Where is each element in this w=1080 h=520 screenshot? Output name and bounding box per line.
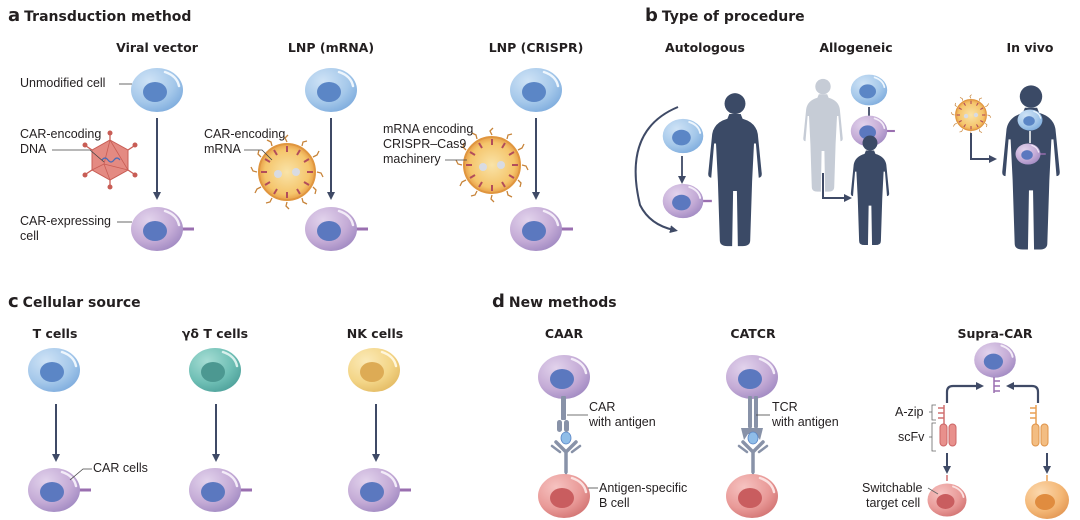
bcr-antibody-icon [550, 440, 582, 474]
panel-d-artwork [536, 341, 1069, 520]
label-car-encoding-dna-line2: DNA [20, 142, 47, 156]
column-title-t-cells: T cells [32, 326, 78, 341]
panel-title-text: Cellular source [22, 295, 141, 311]
allogeneic-arrow [822, 173, 852, 202]
column-title-viral-vector: Viral vector [116, 40, 198, 55]
label-crispr-line3: machinery [383, 152, 441, 166]
label-car-encoding-mrna-line2: mRNA [204, 142, 241, 156]
catcr-t-cell [724, 353, 780, 401]
label-car-encoding-mrna-line1: CAR-encoding [204, 127, 286, 141]
car-nk-cell [348, 468, 411, 512]
label-crispr-line2: CRISPR–Cas9 [383, 137, 467, 151]
panel-title-text: New methods [508, 295, 617, 311]
label-car-expressing-line2: cell [20, 229, 39, 243]
label-crispr-line1: mRNA encoding [383, 122, 474, 136]
antigen-icon-catcr [747, 431, 759, 445]
patient-silhouette-autologous [708, 93, 762, 247]
unmodified-cell-lnp-crispr [508, 66, 564, 114]
label-car-encoding-dna-line1: CAR-encoding [20, 127, 102, 141]
zip-receptor-icon [993, 377, 1000, 393]
column-title-lnp-mrna: LNP (mRNA) [287, 40, 375, 55]
allogeneic-unmodified-cell [849, 73, 889, 107]
label-car-cells: CAR cells [93, 461, 148, 475]
azip-scfv-switch-orange [1030, 405, 1049, 447]
gd-t-cell [187, 346, 243, 394]
column-title-supra-car: Supra-CAR [957, 326, 1033, 341]
column-title-autologous: Autologous [665, 40, 745, 55]
label-a-zip: A-zip [895, 405, 924, 419]
autologous-unmodified-cell [661, 117, 705, 155]
panel-title-text: Type of procedure [661, 9, 805, 25]
column-title-gd-t-cells: γδ T cells [181, 326, 249, 341]
column-title-caar: CAAR [544, 326, 584, 341]
car-expressing-cell-lnp-mrna [305, 207, 368, 251]
viral-vector-icon [82, 130, 138, 190]
unmodified-cell-viral [129, 66, 185, 114]
label-antigen-specific-line1: Antigen-specific [599, 481, 688, 495]
car-receptor-icon [557, 396, 569, 432]
label-car-with-antigen-line1: CAR [589, 400, 616, 414]
in-vivo-lnp-icon [950, 94, 992, 136]
column-title-catcr: CATCR [730, 326, 776, 341]
panel-title-text: Transduction method [24, 9, 192, 25]
panel-letter: d [492, 291, 505, 312]
label-tcr-with-antigen-line2: with antigen [772, 415, 839, 429]
autologous-loop-arrow [634, 106, 679, 234]
panel-letter: a [8, 5, 21, 26]
label-switchable-line2: target cell [866, 496, 921, 510]
column-title-lnp-crispr: LNP (CRISPR) [488, 40, 584, 55]
antigen-specific-b-cell [536, 472, 592, 520]
column-title-nk-cells: NK cells [346, 326, 404, 341]
label-antigen-specific-line2: B cell [599, 496, 630, 510]
label-switchable-line1: Switchable [862, 481, 923, 495]
car-expressing-cell-viral [131, 207, 194, 251]
nk-cell [346, 346, 402, 394]
label-car-with-antigen-line2: with antigen [589, 415, 656, 429]
label-car-expressing-line1: CAR-expressing [20, 214, 112, 228]
label-tcr-with-antigen-line1: TCR [772, 400, 798, 414]
label-unmodified-cell: Unmodified cell [20, 76, 106, 90]
azip-scfv-switch-red [938, 405, 957, 447]
lnp-crispr-icon [455, 127, 529, 203]
patient-silhouette-allogeneic [850, 135, 890, 246]
car-t-cell [28, 468, 91, 512]
in-vivo-unmodified-cell [1016, 108, 1044, 132]
catcr-target-b-cell [724, 472, 780, 520]
car-expressing-cell-lnp-crispr [510, 207, 573, 251]
supra-left-arrow [945, 382, 984, 403]
panel-c-artwork [26, 346, 411, 512]
column-title-in-vivo: In vivo [1006, 40, 1054, 55]
car-gd-t-cell [189, 468, 252, 512]
unmodified-cell-lnp-mrna [303, 66, 359, 114]
panel-a-artwork [52, 66, 573, 251]
t-cell [26, 346, 82, 394]
panel-letter: c [8, 291, 19, 312]
in-vivo-arrow [970, 133, 997, 163]
label-scfv: scFv [898, 430, 925, 444]
lnp-mrna-icon [250, 134, 324, 210]
column-title-allogeneic: Allogeneic [819, 40, 893, 55]
supra-right-arrow [1006, 382, 1040, 403]
switchable-target-cell-red [926, 482, 968, 518]
antigen-icon [560, 431, 572, 445]
brackets [927, 404, 939, 495]
panel-letter: b [645, 5, 658, 26]
panel-b-artwork [634, 73, 1060, 250]
switchable-target-cell-orange [1025, 481, 1069, 519]
autologous-car-cell [663, 184, 712, 218]
caar-t-cell [536, 353, 592, 401]
supra-car-t-cell [973, 341, 1017, 379]
